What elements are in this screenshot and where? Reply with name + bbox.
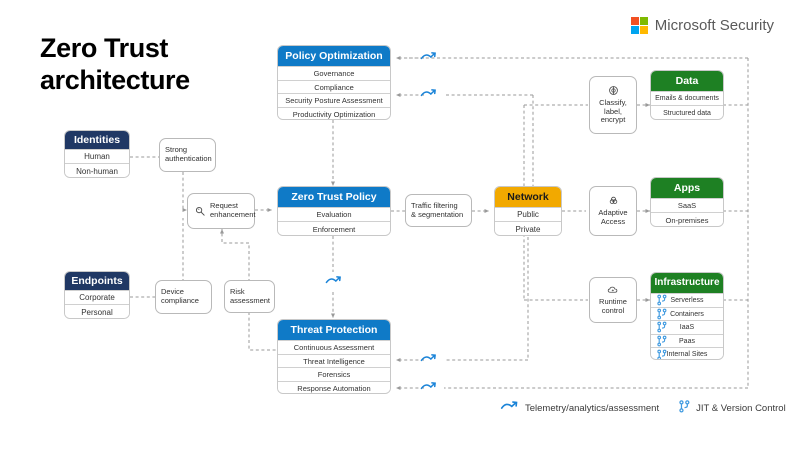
page-title: Zero Trust architecture	[40, 32, 270, 97]
jit-branch-icon	[657, 349, 667, 359]
card-policy-optimization-row-0[interactable]: Governance	[278, 66, 390, 80]
card-infrastructure-row-3-label: Paas	[679, 337, 695, 345]
card-data-row-0[interactable]: Emails & documents	[651, 91, 723, 105]
card-threat-protection-row-3[interactable]: Response Automation	[278, 380, 390, 393]
card-network-title: Network	[495, 187, 561, 207]
process-adaptive-access[interactable]: Adaptive Access	[589, 186, 637, 236]
process-classify-label-encrypt-label: Classify, label, encrypt	[599, 97, 627, 125]
card-zero-trust-policy-row-1[interactable]: Enforcement	[278, 221, 390, 235]
card-identities[interactable]: Identities Human Non-human	[64, 130, 130, 178]
card-endpoints-row-0[interactable]: Corporate	[65, 290, 129, 304]
telemetry-icon	[325, 274, 342, 292]
process-traffic-filtering[interactable]: Traffic filtering & segmentation	[405, 194, 472, 227]
magnifier-key-icon	[195, 206, 206, 217]
legend-item-telemetry: Telemetry/analytics/assessment	[500, 400, 659, 416]
microsoft-logo-icon	[630, 17, 648, 34]
telemetry-icon	[420, 50, 437, 68]
jit-branch-icon	[657, 308, 667, 320]
card-policy-optimization-row-1[interactable]: Compliance	[278, 79, 390, 93]
legend-item-jit: JIT & Version Control	[679, 400, 786, 416]
jit-branch-icon	[657, 294, 667, 306]
card-threat-protection-row-1[interactable]: Threat Intelligence	[278, 353, 390, 367]
card-threat-protection-row-0[interactable]: Continuous Assessment	[278, 340, 390, 354]
process-classify-label-encrypt[interactable]: Classify, label, encrypt	[589, 76, 637, 134]
jit-branch-icon	[657, 321, 667, 333]
card-infrastructure-row-1[interactable]: Containers	[651, 306, 723, 320]
process-strong-authentication-label: Strong authentication	[165, 145, 212, 163]
page-title-line2: architecture	[40, 65, 190, 96]
card-infrastructure-row-2-label: IaaS	[679, 324, 695, 331]
card-infrastructure-row-2[interactable]: IaaS	[651, 320, 723, 334]
telemetry-icon	[420, 87, 437, 105]
jit-branch-icon	[679, 400, 690, 416]
card-infrastructure[interactable]: Infrastructure Serverless	[650, 272, 724, 360]
process-traffic-filtering-label: Traffic filtering & segmentation	[411, 200, 464, 219]
process-risk-assessment-label: Risk assessment	[230, 286, 271, 305]
card-infrastructure-row-3[interactable]: Paas	[651, 333, 723, 347]
card-endpoints-title: Endpoints	[65, 272, 129, 290]
card-infrastructure-row-4-label: Internal Sites	[666, 351, 708, 358]
card-policy-optimization-row-3[interactable]: Productivity Optimization	[278, 106, 390, 119]
card-network-row-1[interactable]: Private	[495, 221, 561, 235]
card-data-row-1[interactable]: Structured data	[651, 105, 723, 119]
telemetry-icon	[500, 400, 519, 416]
card-threat-protection-row-2[interactable]: Forensics	[278, 367, 390, 381]
card-infrastructure-row-0-label: Serverless	[670, 297, 704, 304]
process-device-compliance-label: Device compliance	[161, 287, 199, 305]
legend: Telemetry/analytics/assessment JIT & Ver…	[500, 400, 786, 416]
process-device-compliance[interactable]: Device compliance	[155, 280, 212, 314]
card-identities-title: Identities	[65, 131, 129, 149]
card-endpoints[interactable]: Endpoints Corporate Personal	[64, 271, 130, 319]
telemetry-icon	[420, 380, 437, 398]
microsoft-security-logo: Microsoft Security	[630, 17, 774, 34]
cloud-runtime-icon	[607, 285, 619, 295]
card-policy-optimization-title: Policy Optimization	[278, 46, 390, 66]
card-policy-optimization-row-2[interactable]: Security Posture Assessment	[278, 93, 390, 107]
classify-seal-icon	[608, 85, 619, 96]
process-adaptive-access-label: Adaptive Access	[598, 208, 628, 226]
process-runtime-control-label: Runtime control	[599, 296, 627, 315]
card-infrastructure-row-4[interactable]: Internal Sites	[651, 347, 723, 359]
card-threat-protection[interactable]: Threat Protection Continuous Assessment …	[277, 319, 391, 394]
card-zero-trust-policy[interactable]: Zero Trust Policy Evaluation Enforcement	[277, 186, 391, 236]
card-policy-optimization[interactable]: Policy Optimization Governance Complianc…	[277, 45, 391, 120]
card-data-title: Data	[651, 71, 723, 91]
card-infrastructure-row-0[interactable]: Serverless	[651, 293, 723, 307]
card-infrastructure-title: Infrastructure	[651, 273, 723, 293]
process-risk-assessment[interactable]: Risk assessment	[224, 280, 275, 313]
card-data[interactable]: Data Emails & documents Structured data	[650, 70, 724, 120]
process-request-enhancement[interactable]: Request enhancement	[187, 193, 255, 229]
card-network[interactable]: Network Public Private	[494, 186, 562, 236]
card-infrastructure-row-1-label: Containers	[670, 310, 704, 318]
process-strong-authentication[interactable]: Strong authentication	[159, 138, 216, 172]
card-apps-row-0[interactable]: SaaS	[651, 198, 723, 212]
card-threat-protection-title: Threat Protection	[278, 320, 390, 340]
card-zero-trust-policy-title: Zero Trust Policy	[278, 187, 390, 207]
card-network-row-0[interactable]: Public	[495, 207, 561, 221]
telemetry-icon	[420, 352, 437, 370]
process-request-enhancement-label: Request enhancement	[210, 201, 256, 219]
card-endpoints-row-1[interactable]: Personal	[65, 304, 129, 318]
process-runtime-control[interactable]: Runtime control	[589, 277, 637, 323]
legend-item-telemetry-label: Telemetry/analytics/assessment	[525, 402, 660, 414]
card-apps[interactable]: Apps SaaS On-premises	[650, 177, 724, 227]
card-identities-row-0[interactable]: Human	[65, 149, 129, 163]
adaptive-access-icon	[608, 195, 619, 206]
card-zero-trust-policy-row-0[interactable]: Evaluation	[278, 207, 390, 221]
page-title-line1: Zero Trust	[40, 33, 169, 63]
legend-item-jit-label: JIT & Version Control	[696, 402, 786, 414]
jit-branch-icon	[657, 335, 667, 347]
brand-name: Microsoft Security	[654, 17, 774, 34]
card-identities-row-1[interactable]: Non-human	[65, 163, 129, 177]
card-apps-title: Apps	[651, 178, 723, 198]
card-apps-row-1[interactable]: On-premises	[651, 212, 723, 226]
